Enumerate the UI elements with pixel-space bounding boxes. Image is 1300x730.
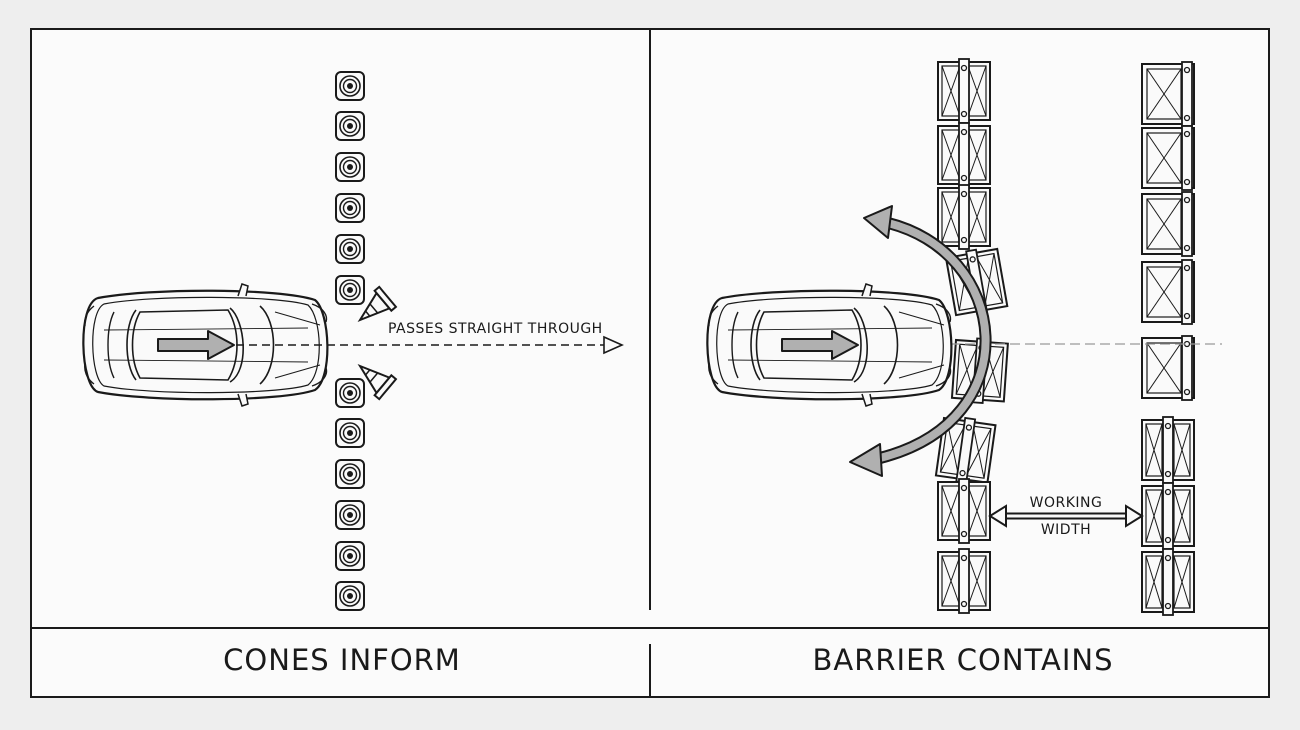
pass-through-label: PASSES STRAIGHT THROUGH — [388, 321, 603, 337]
barrier-column-right — [1141, 61, 1195, 616]
right-panel-art — [706, 58, 1222, 616]
deflection-arrow — [849, 205, 992, 477]
left-caption: CONES INFORM — [223, 643, 461, 677]
right-caption: BARRIER CONTAINS — [812, 643, 1114, 677]
pass-through-arrowhead — [603, 335, 624, 355]
working-width-label-line1: WORKING — [1029, 495, 1103, 511]
left-panel-art — [82, 71, 624, 611]
working-width-arrow — [988, 504, 1144, 528]
working-width-label-line2: WIDTH — [1040, 522, 1092, 538]
